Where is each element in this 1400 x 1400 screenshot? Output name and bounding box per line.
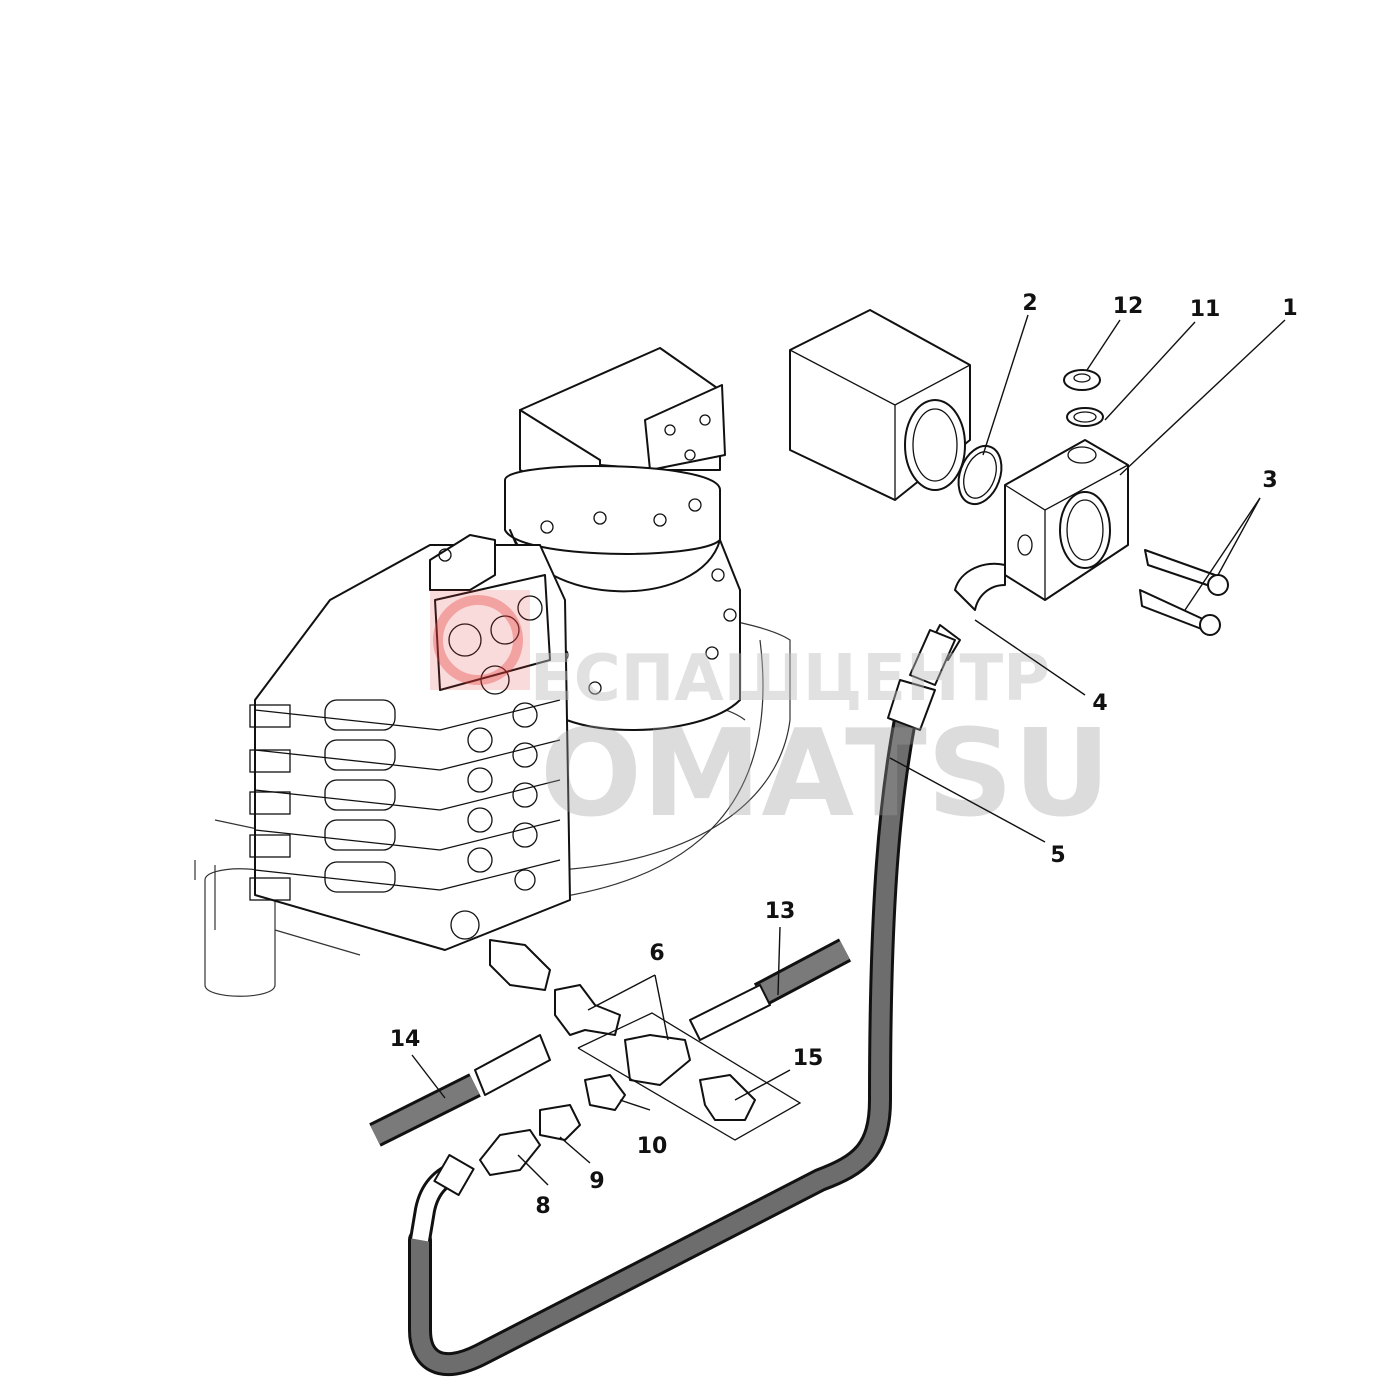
callout-4: 4 [1092, 691, 1107, 716]
callout-8: 8 [535, 1194, 550, 1219]
valve-sections [249, 699, 561, 940]
fittings-cluster [479, 939, 802, 1176]
callout-9: 9 [589, 1169, 604, 1194]
callout-12: 12 [1113, 294, 1144, 319]
washer-part [1066, 407, 1104, 427]
callout-2: 2 [1022, 291, 1037, 316]
hose-long [408, 629, 956, 1377]
swing-motor [504, 347, 741, 731]
callout-15: 15 [793, 1046, 824, 1071]
watermark: ЕСПАШЦЕНТР OMATSU [430, 590, 1111, 844]
hose-14 [369, 1034, 551, 1147]
callout-11: 11 [1190, 297, 1221, 322]
callout-1: 1 [1282, 296, 1297, 321]
hose-13 [689, 938, 852, 1041]
watermark-line1: ЕСПАШЦЕНТР [530, 642, 1050, 716]
callout-6: 6 [649, 941, 664, 966]
plug-part [1063, 369, 1101, 391]
control-valve-stack [249, 534, 571, 951]
leader-lines [411, 314, 1286, 1186]
o-ring-part [957, 444, 1003, 506]
watermark-logo-block [430, 590, 530, 690]
callout-10: 10 [637, 1134, 668, 1159]
callout-labels: 1 2 3 4 5 6 8 9 10 11 12 13 14 15 [390, 291, 1298, 1219]
flange-block [1004, 439, 1129, 601]
watermark-line2: OMATSU [540, 705, 1111, 844]
adapter-block-large [789, 309, 971, 501]
bolts-part [1139, 549, 1229, 636]
callout-5: 5 [1050, 843, 1065, 868]
callout-14: 14 [390, 1027, 421, 1052]
callout-13: 13 [765, 899, 796, 924]
callout-3: 3 [1262, 468, 1277, 493]
watermark-logo-icon [433, 595, 523, 685]
